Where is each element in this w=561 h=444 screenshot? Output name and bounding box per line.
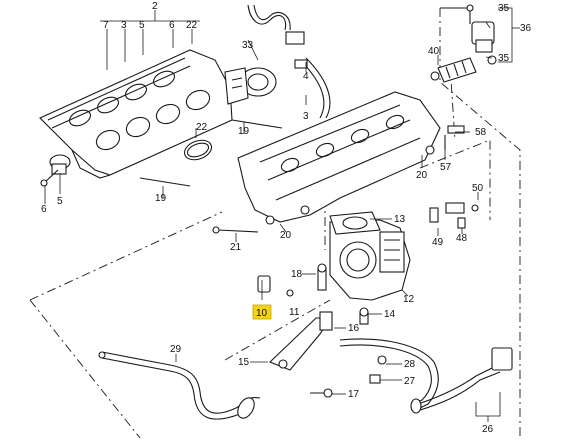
callout-58: 58 (475, 127, 487, 138)
vacuum-pipe-29 (98, 351, 261, 420)
callout-48: 48 (456, 233, 468, 244)
callout-4: 4 (303, 71, 309, 82)
callout-20-right: 20 (416, 170, 428, 181)
callout-27: 27 (404, 376, 416, 387)
callout-3-lower: 3 (303, 111, 309, 122)
callout-50: 50 (472, 183, 484, 194)
vacuum-hose-top (247, 4, 331, 119)
callout-6: 6 (169, 20, 175, 31)
callout-14: 14 (384, 309, 396, 320)
callout-15: 15 (238, 357, 250, 368)
callout-35-lower: 35 (498, 53, 510, 64)
callout-36: 36 (520, 23, 532, 34)
vacuum-pipe-26 (339, 338, 513, 414)
callout-20-centre: 20 (280, 230, 292, 241)
callout-17: 17 (348, 389, 360, 400)
throttle-body (329, 211, 411, 301)
solenoid-valve-top-right (440, 4, 497, 65)
bracket-58-57 (444, 125, 465, 150)
callout-5-left: 5 (57, 196, 63, 207)
throttle-valve-upper (224, 67, 277, 105)
lower-intake-manifold (237, 91, 441, 225)
callout-5: 5 (139, 20, 145, 31)
stud-bolt-upper (231, 119, 283, 129)
callout-26: 26 (482, 424, 494, 435)
callout-33: 33 (242, 40, 254, 51)
inline-filter (430, 57, 477, 83)
callout-21: 21 (230, 242, 242, 253)
o-ring-gasket (183, 139, 213, 161)
callout-19-lower: 19 (155, 193, 167, 204)
callout-40: 40 (428, 46, 440, 57)
callout-11: 11 (289, 307, 300, 318)
highlight-box-10 (252, 304, 272, 320)
sensor-11 (257, 275, 294, 297)
leader-lines (44, 7, 520, 422)
bolt-21 (217, 229, 259, 233)
callout-16: 16 (348, 323, 360, 334)
callout-7: 7 (103, 20, 109, 31)
callout-2: 2 (152, 1, 158, 12)
callout-labels: 2 7 3 5 6 22 33 4 3 35 36 40 35 22 19 58… (41, 1, 532, 435)
clip-28-27 (369, 355, 387, 384)
callout-28: 28 (404, 359, 416, 370)
callout-12: 12 (403, 294, 415, 305)
callout-35-upper: 35 (498, 3, 510, 14)
callout-10: 10 (256, 308, 268, 319)
callout-22: 22 (186, 20, 198, 31)
bolt-18 (317, 263, 327, 291)
bolt-17 (310, 388, 333, 398)
callout-19-upper: 19 (238, 126, 250, 137)
stud-bolt-lower (139, 177, 191, 187)
callout-18: 18 (291, 269, 303, 280)
callout-6-left: 6 (41, 204, 47, 215)
callout-57: 57 (440, 162, 452, 173)
o-ring-gasket-inner (186, 142, 210, 158)
sensor-group-right (429, 202, 479, 229)
callout-22-gasket: 22 (196, 122, 208, 133)
support-bracket (269, 311, 333, 371)
callout-13: 13 (394, 214, 406, 225)
pressure-sensor-left (40, 154, 71, 187)
bolt-14 (359, 307, 369, 325)
callout-29: 29 (170, 344, 182, 355)
callout-49: 49 (432, 237, 444, 248)
callout-3: 3 (121, 20, 127, 31)
